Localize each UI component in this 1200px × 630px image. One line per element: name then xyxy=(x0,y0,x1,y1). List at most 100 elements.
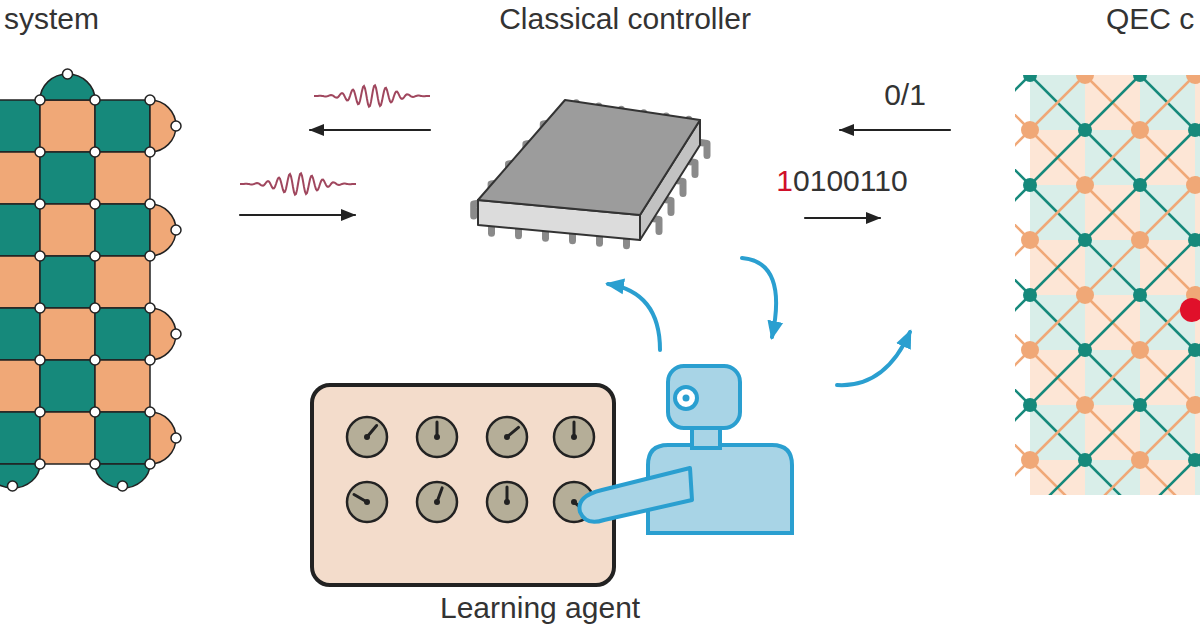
data-qubit xyxy=(35,303,45,313)
data-qubit xyxy=(145,251,155,261)
syndrome-node xyxy=(1133,288,1147,302)
decoder-edge xyxy=(1085,75,1140,130)
syndrome-node xyxy=(1133,75,1147,82)
stabilizer-cell xyxy=(95,256,150,308)
syndrome-node xyxy=(1076,75,1094,84)
decoder-cell xyxy=(1140,75,1195,130)
decoder-edge xyxy=(1030,460,1085,495)
knob-hub xyxy=(571,434,577,440)
data-qubit xyxy=(63,69,73,79)
syndrome-node xyxy=(1023,178,1037,192)
decoder-edge xyxy=(1030,185,1085,240)
decoder-edge xyxy=(1085,350,1140,405)
decoder-cell xyxy=(1140,130,1195,185)
decoder-edge xyxy=(1085,185,1140,240)
data-qubit xyxy=(145,407,155,417)
decoder-edge xyxy=(1140,75,1195,130)
decoder-edge xyxy=(1140,240,1195,295)
decoder-edge xyxy=(1030,130,1085,185)
decoder-cell xyxy=(1085,460,1140,495)
data-qubit xyxy=(90,199,100,209)
data-qubit xyxy=(35,147,45,157)
knob-panel xyxy=(312,385,614,585)
knob-hub xyxy=(571,499,577,505)
stabilizer-cell xyxy=(40,308,95,360)
decoder-cell xyxy=(1085,185,1140,240)
decoder-edge xyxy=(1140,405,1195,460)
syndrome-node xyxy=(1188,233,1200,247)
knob xyxy=(417,482,457,522)
data-qubit xyxy=(35,407,45,417)
data-qubit xyxy=(145,95,155,105)
knob-hub xyxy=(434,434,440,440)
stabilizer-cell xyxy=(0,308,40,360)
control-pulses xyxy=(240,85,430,194)
defect-node xyxy=(1180,298,1200,322)
decoder-edge xyxy=(1140,350,1195,405)
stabilizer-cell xyxy=(0,100,40,152)
decoder-edge xyxy=(1030,75,1085,130)
data-qubit xyxy=(171,433,181,443)
decoder-edge xyxy=(1140,185,1195,240)
syndrome-node xyxy=(1133,398,1147,412)
data-qubit xyxy=(145,355,155,365)
decoder-edge xyxy=(1030,295,1085,350)
syndrome-node xyxy=(1078,123,1092,137)
stabilizer-cell xyxy=(0,412,40,464)
robot-eye xyxy=(675,387,697,409)
stabilizer-cell xyxy=(0,256,40,308)
data-qubit xyxy=(90,147,100,157)
decoder-cell xyxy=(1030,185,1085,240)
panel-title: Learning agent xyxy=(440,591,640,625)
syndrome-node xyxy=(1131,121,1149,139)
syndrome-node xyxy=(1023,288,1037,302)
system-panel: system xyxy=(0,0,230,495)
decoder-edge xyxy=(1085,405,1140,460)
syndrome-node xyxy=(1133,178,1147,192)
decoder-edge xyxy=(1140,460,1195,495)
stabilizer-cell xyxy=(40,412,95,464)
decoder-edge xyxy=(1030,130,1085,185)
syndrome-node xyxy=(1076,396,1094,414)
feedback-arrow xyxy=(837,332,910,385)
knob-hub xyxy=(504,499,510,505)
data-qubit xyxy=(171,225,181,235)
decoder-edge xyxy=(1085,240,1140,295)
decoder-edge xyxy=(1030,405,1085,460)
data-qubit xyxy=(35,459,45,469)
data-qubit xyxy=(90,459,100,469)
decoder-edge xyxy=(1140,130,1195,185)
syndrome-node xyxy=(1078,233,1092,247)
decoder-cell xyxy=(1030,295,1085,350)
decoder-cell xyxy=(1085,130,1140,185)
knob-hub xyxy=(364,499,370,505)
signal-arrow xyxy=(240,214,355,216)
syndrome-node xyxy=(1188,453,1200,467)
decoder-edge xyxy=(1030,350,1085,405)
stabilizer-cell xyxy=(0,152,40,204)
data-qubit xyxy=(145,459,155,469)
decoder-edge xyxy=(1140,460,1195,495)
knob-hub xyxy=(364,434,370,440)
syndrome-node xyxy=(1131,341,1149,359)
decoder-edge xyxy=(1085,240,1140,295)
decoder-cell xyxy=(1140,185,1195,240)
decoder-cell xyxy=(1140,240,1195,295)
robot-arm xyxy=(579,468,692,522)
syndrome-node xyxy=(1023,398,1037,412)
agent-panel: Learning agent xyxy=(305,355,805,630)
decoder-panel: QEC c xyxy=(950,0,1200,495)
stabilizer-cell xyxy=(95,204,150,256)
stabilizer-cell xyxy=(95,412,150,464)
syndrome-node xyxy=(1021,121,1039,139)
decoder-edge xyxy=(1085,405,1140,460)
syndrome-node xyxy=(1131,451,1149,469)
pulse-waveform xyxy=(314,85,430,106)
decoder-cell xyxy=(1030,75,1085,130)
syndrome-node xyxy=(1021,231,1039,249)
knob-hub xyxy=(504,434,510,440)
stabilizer-cell xyxy=(0,360,40,412)
edge-label: 0/1 xyxy=(881,78,929,112)
